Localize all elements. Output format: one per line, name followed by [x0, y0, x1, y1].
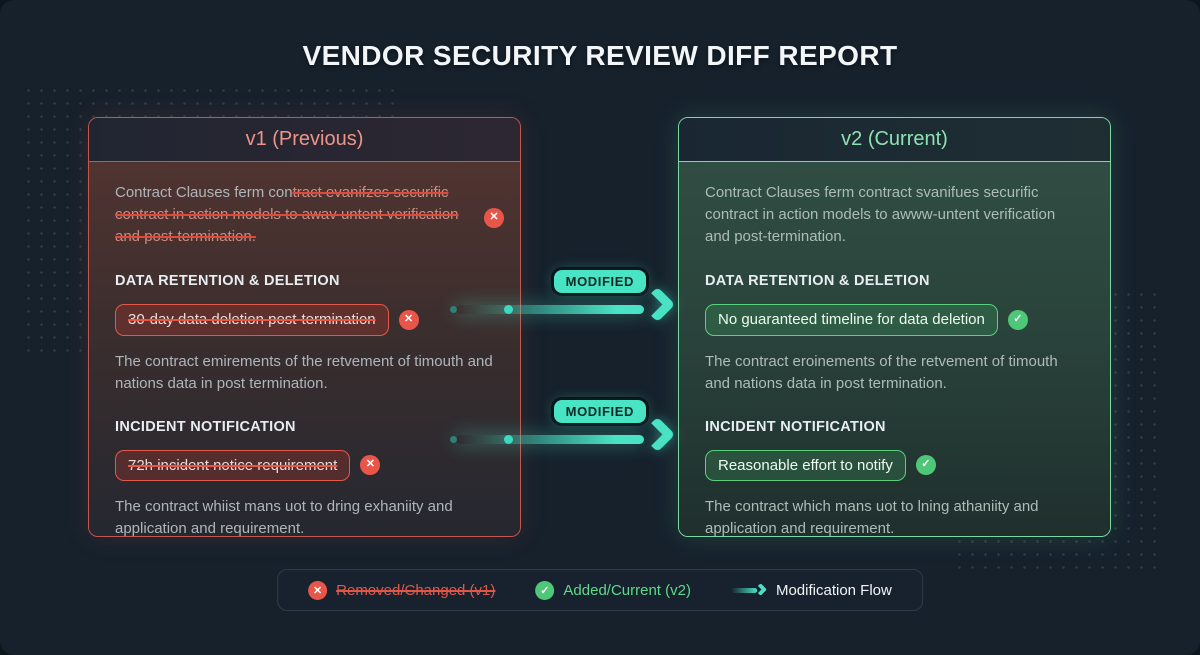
removed-x-icon: ✕: [360, 455, 381, 476]
arrow-shaft: [456, 305, 644, 314]
panel-v2-body: Contract Clauses ferm contract svanifues…: [679, 162, 1110, 536]
v2-desc-incident: The contract which mans uot to lning ath…: [705, 498, 1039, 537]
v1-desc-incident: The contract whiist mans uot to dring ex…: [115, 498, 453, 537]
v2-clause-badge-incident: Reasonable effort to notify: [705, 449, 906, 482]
v1-intro-prefix: Contract Clauses ferm con: [115, 184, 293, 201]
v1-section-heading-data-retention: DATA RETENTION & DELETION: [115, 273, 340, 290]
v1-desc-data-retention: The contract emirements of the retvement…: [115, 353, 493, 392]
legend-item-removed: ✕ Removed/Changed (v1): [308, 580, 496, 600]
added-check-icon: ✓: [915, 455, 936, 476]
legend-item-added: ✓ Added/Current (v2): [535, 580, 691, 600]
v1-section-heading-incident: INCIDENT NOTIFICATION: [115, 418, 296, 435]
legend-item-flow: Modification Flow: [730, 581, 892, 599]
v2-section-heading-incident: INCIDENT NOTIFICATION: [705, 418, 886, 435]
panel-v1-body: Contract Clauses ferm contract evanifzes…: [89, 162, 520, 536]
v2-clause-badge-data-retention: No guaranteed timeline for data deletion: [705, 304, 998, 337]
panel-v2-current: v2 (Current) Contract Clauses ferm contr…: [678, 117, 1111, 537]
v2-clause-row-incident: Reasonable effort to notify ✓: [705, 449, 1084, 482]
modified-badge: MODIFIED: [553, 270, 646, 293]
arrow-trail-dot: [450, 306, 457, 313]
added-check-icon: ✓: [535, 580, 555, 600]
modification-arrow-incident: MODIFIED: [442, 400, 678, 470]
v1-clause-row-data-retention: 30-day data deletion post-termination ✕: [115, 304, 494, 337]
panel-v1-header: v1 (Previous): [89, 118, 520, 162]
legend-added-label: Added/Current (v2): [563, 581, 691, 599]
added-check-icon: ✓: [1007, 310, 1028, 331]
legend-flow-label: Modification Flow: [775, 581, 892, 599]
removed-x-icon: ✕: [308, 580, 328, 600]
page-title: VENDOR SECURITY REVIEW DIFF REPORT: [302, 40, 898, 71]
modified-badge: MODIFIED: [553, 400, 646, 423]
legend-removed-label: Removed/Changed (v1): [336, 581, 496, 599]
arrow-trail-dot: [450, 436, 457, 443]
v1-intro-paragraph: Contract Clauses ferm contract evanifzes…: [115, 182, 504, 247]
legend: ✕ Removed/Changed (v1) ✓ Added/Current (…: [277, 569, 923, 611]
v2-desc-data-retention: The contract eroinements of the retvemen…: [705, 353, 1058, 392]
arrow-head-icon: [639, 286, 676, 323]
removed-x-icon: ✕: [484, 208, 504, 228]
removed-x-icon: ✕: [398, 310, 419, 331]
panel-v1-previous: v1 (Previous) Contract Clauses ferm cont…: [88, 117, 521, 537]
modification-arrow-data-retention: MODIFIED: [442, 270, 678, 340]
v2-clause-row-data-retention: No guaranteed timeline for data deletion…: [705, 304, 1084, 337]
v1-clause-badge-data-retention: 30-day data deletion post-termination: [115, 304, 389, 337]
v1-intro-struck-text: tract evanifzes securific contract in ac…: [115, 184, 459, 245]
v1-clause-badge-incident: 72h incident notice requirement: [115, 449, 351, 482]
v2-intro-paragraph: Contract Clauses ferm contract svanifues…: [705, 184, 1056, 245]
v2-section-heading-data-retention: DATA RETENTION & DELETION: [705, 273, 930, 290]
v1-clause-row-incident: 72h incident notice requirement ✕: [115, 449, 494, 482]
panel-v2-header: v2 (Current): [679, 118, 1110, 162]
arrow-shaft: [456, 435, 644, 444]
arrow-head-icon: [639, 416, 676, 453]
flow-arrow-icon: [730, 583, 767, 597]
